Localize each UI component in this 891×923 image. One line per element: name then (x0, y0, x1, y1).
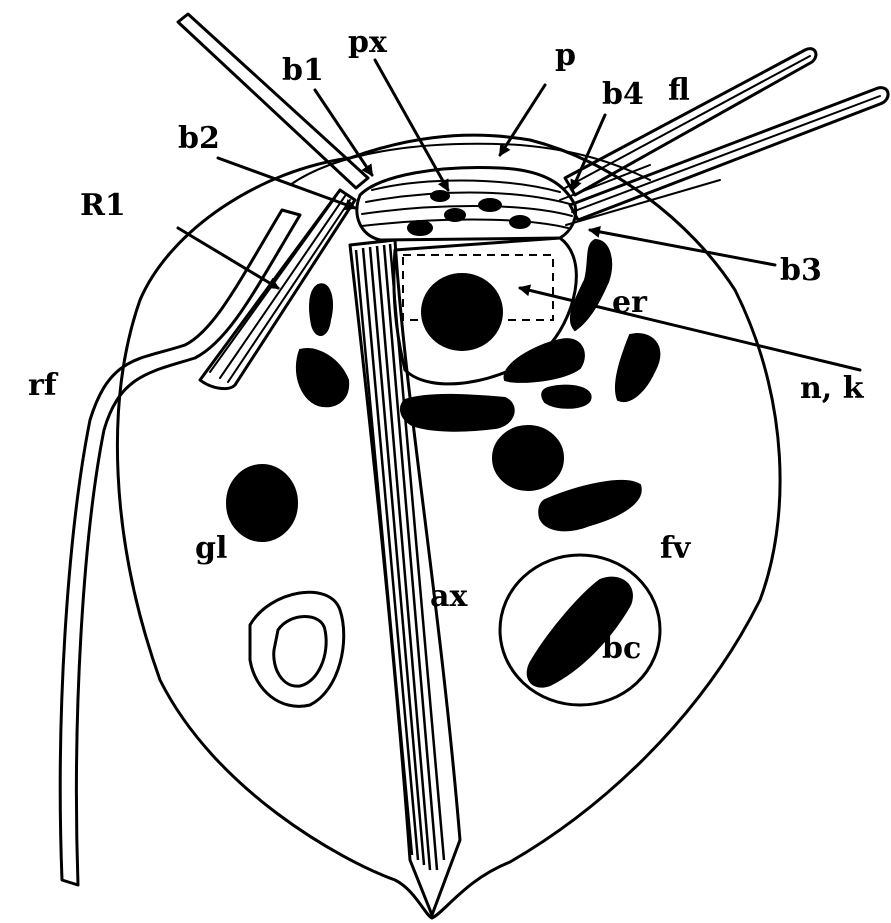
label-fv: fv (660, 531, 692, 566)
label-b4: b4 (602, 77, 644, 112)
label-nk: n, k (800, 371, 865, 406)
arrow-b2 (218, 158, 355, 208)
label-b1: b1 (282, 53, 324, 88)
label-b3: b3 (780, 253, 822, 288)
basal-granules (408, 191, 530, 235)
label-r1: R1 (80, 188, 126, 223)
vacuole (250, 592, 344, 706)
label-b2: b2 (178, 121, 220, 156)
recurrent-flagellum (60, 210, 300, 885)
karyosome (422, 274, 502, 350)
label-px: px (348, 25, 388, 60)
label-fl: fl (668, 73, 690, 108)
label-bc: bc (602, 631, 641, 666)
arrow-r1 (178, 228, 278, 288)
label-ax: ax (430, 579, 468, 614)
basal-stripes (362, 181, 572, 229)
basal-region (357, 167, 576, 240)
arrow-b4 (572, 115, 605, 190)
label-gl: gl (195, 531, 227, 566)
label-p: p (555, 38, 576, 73)
arrow-px (375, 60, 448, 190)
arrow-b3 (590, 230, 775, 265)
label-er: er (612, 285, 648, 320)
label-rf: rf (28, 368, 59, 403)
vacuole-inner (274, 617, 326, 687)
